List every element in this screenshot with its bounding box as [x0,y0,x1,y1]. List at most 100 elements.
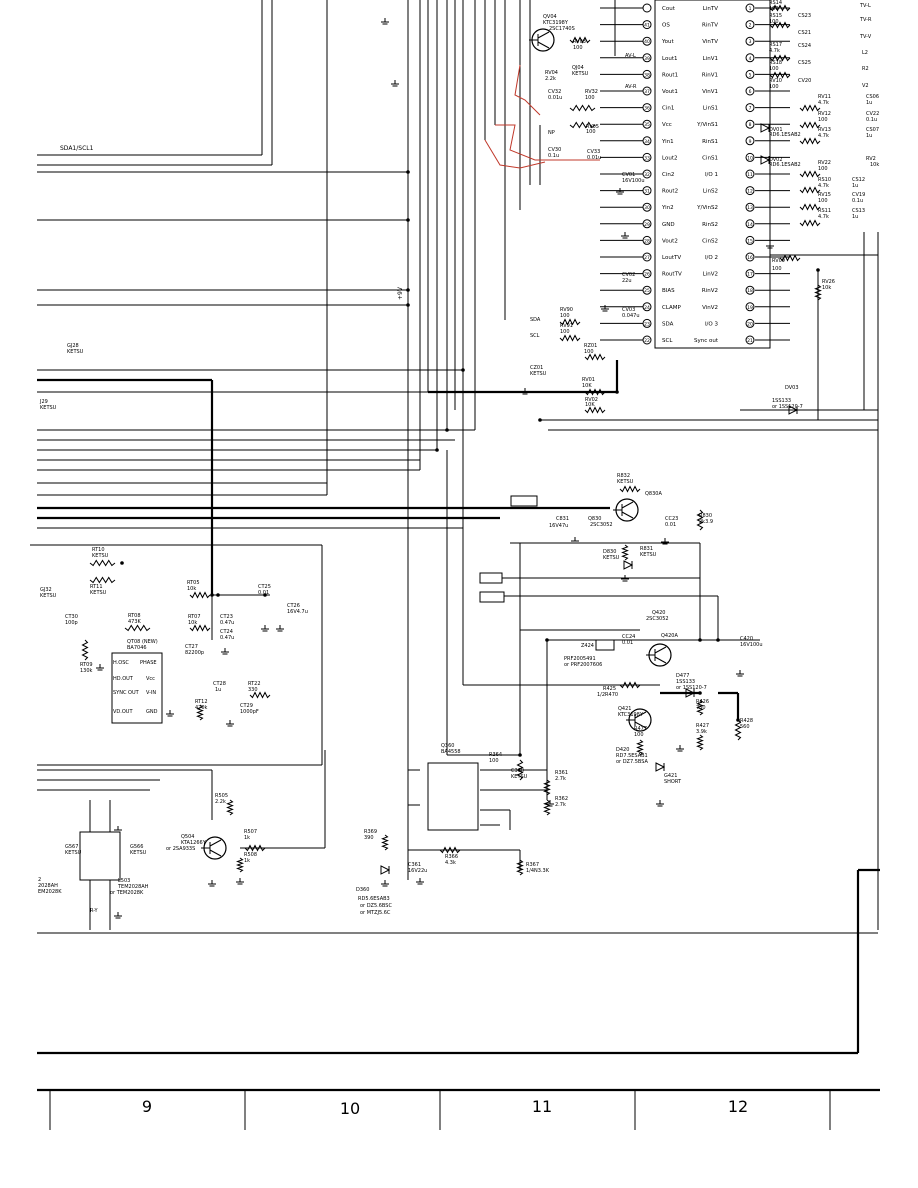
component-label: RV03 [573,39,586,45]
ic-pin-number-left: 27 [644,255,650,261]
resistor-symbol [799,219,821,227]
component-label: RD6.1ESAB2 [769,162,801,168]
component-label: D830 [603,549,616,555]
component-label: Vcc [146,676,155,682]
component-label: 1k [244,858,250,864]
component-label: 100 [769,66,779,72]
component-label: CV02 [622,272,635,278]
component-label: CS13 [852,208,865,214]
junction-dot [406,288,410,292]
footer-col-10: 10 [340,1099,360,1118]
component-label: or 1SS120-7 [676,685,707,691]
signal-tag: SDA [530,317,541,323]
component-label: or MTZJ5.6C [360,910,391,916]
ic-pin-number-left: 24 [644,305,650,311]
bus-label: SDA1/SCL1 [60,145,94,152]
component-label: RV05 [586,124,599,130]
component-label: HD.OUT [113,676,134,682]
ground-icon [661,538,669,545]
component-label: DV01 [769,127,783,133]
ground-icon [601,305,609,312]
component-label: CS21 [798,30,811,36]
component-label: RT12 [195,699,208,705]
component-label: KETSU [65,850,82,856]
ic-pin-number-left: 30 [644,205,650,211]
component-label: R427 [696,723,709,729]
ic-pin-number-left: 37 [644,89,650,95]
component-label: 2.7k [555,802,566,808]
component-label: 100 [585,95,595,101]
ground-icon [571,537,579,544]
component-label: 4.7k [818,183,829,189]
component-label: R426 [696,699,709,705]
junction-dot [716,638,720,642]
ic-pin-label-right: LinS2 [703,189,718,195]
component-label: V-IN [146,690,156,696]
component-label: 2SC3052 [590,522,613,528]
resistor-symbol [799,121,821,129]
component-label: 100 [769,19,779,25]
ground-icon [166,710,174,717]
resistor-symbol [621,544,629,561]
ic-pin-label-left: Cin1 [662,106,674,112]
signal-tag: TV-V [859,34,872,40]
component-label: KTA1266Y [181,840,207,846]
resistor-symbol [799,203,821,211]
junction-dot [698,638,702,642]
component-label: 100 [560,329,570,335]
component-label: GND [146,709,158,715]
component-label: 1u [852,183,858,189]
component-label: R428 [740,718,753,724]
transistor-q504-icon [201,836,227,860]
ic-pin-number-right: 1 [749,6,752,12]
ground-icon [546,800,554,807]
component-label: RS14 [769,0,782,6]
junction-dot [406,218,410,222]
component-label: DV02 [769,157,783,163]
ic-pin-number-left: 23 [644,321,650,327]
component-label: 1SS133 [676,679,695,685]
ic-pin-label-right: I/O 1 [705,172,718,178]
ic-pin-label-left: Vout2 [662,238,678,244]
signal-tag: TV-L [859,3,871,9]
ic-pin-number-right: 20 [747,321,753,327]
component-label: CS24 [798,43,811,49]
component-label: 16V47u [549,523,568,529]
component-label: GJ28 [67,343,79,349]
component-label: 22u [622,278,632,284]
resistor-symbol [584,353,606,361]
component-label: 10K [582,383,592,389]
resistor-symbol [189,591,211,599]
component-label: 1u [215,687,221,693]
component-label: R477 [634,726,647,732]
ic-pin-number-left: 33 [644,155,650,161]
ic-pin-label-left: Lout1 [662,56,677,62]
ic-pin-number-left: 36 [644,106,650,112]
resistor-symbol [196,704,204,721]
component-label: KETSU [92,553,109,559]
ic-pin-number-left: 38 [644,72,650,78]
component-label: KETSU [90,590,107,596]
component-label: 10k [188,620,197,626]
ground-icon [236,878,244,885]
component-label: RV01 [582,377,595,383]
component-label: CV22 [866,111,879,117]
junction-dot [698,691,702,695]
component-label: C831 [556,516,569,522]
component-label: RV10 [769,78,782,84]
component-label: RT05 [187,580,200,586]
ground-icon [656,800,664,807]
ground-icon [676,745,684,752]
transistor-q420-icon [646,643,672,667]
ground-icon [621,575,629,582]
ic-pin-number-right: 17 [747,272,753,278]
component-label: 10k [822,285,831,291]
component-label: CS23 [798,13,811,19]
resistor-symbol [619,681,641,689]
component-label: 4.7k [769,48,780,54]
resistor-symbol [696,734,704,751]
component-label: 130k [80,668,93,674]
component-label: RV91 [560,323,573,329]
component-label: CS06 [866,94,879,100]
